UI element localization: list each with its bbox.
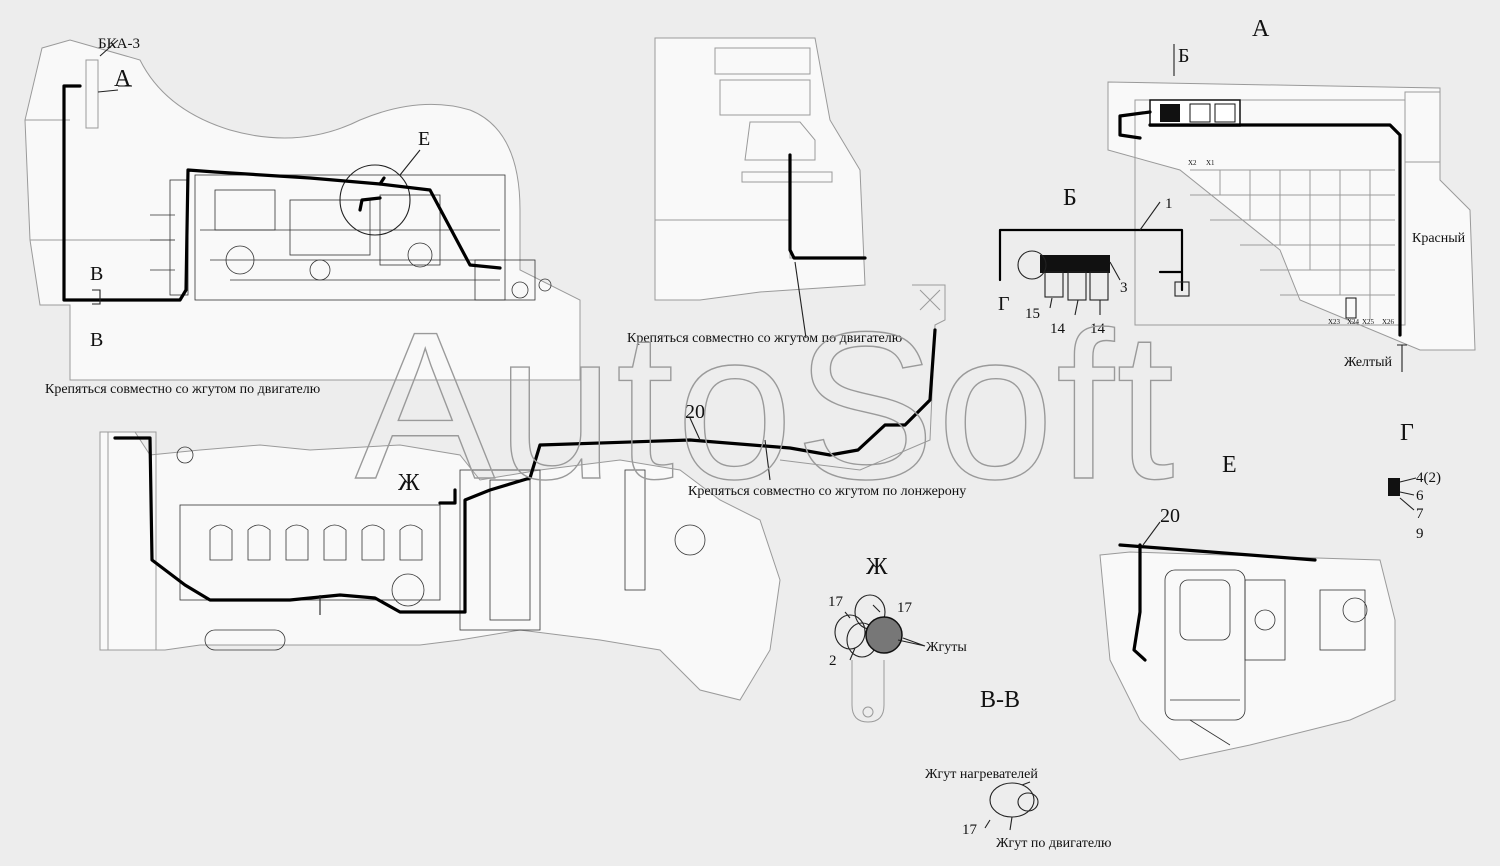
- view-b-n15: 15: [1025, 306, 1040, 322]
- section-heaters: Жгут нагревателей: [925, 767, 1038, 782]
- center-top-view: Крепяться совместно со жгутом по двигате…: [627, 37, 902, 346]
- view-zh-harness: Жгуты: [926, 640, 967, 655]
- x25-label: X25: [1362, 318, 1375, 326]
- main-label-zh: Ж: [398, 470, 420, 496]
- view-e-label-20: 20: [1160, 505, 1180, 527]
- view-g-title: Г: [1400, 420, 1414, 446]
- view-e: Е 20: [1099, 452, 1396, 761]
- view-b-n14b: 14: [1090, 321, 1106, 337]
- view-b-title: Б: [1063, 185, 1077, 211]
- view-g-label-1: 4(2): [1416, 470, 1441, 486]
- view-a: А Б Красный Желтый X2 X1 X23 X24 X25 X26: [1107, 16, 1476, 372]
- engine-sketch-bottom: [176, 446, 706, 651]
- view-zh-title: Ж: [866, 554, 888, 580]
- x24-label: X24: [1347, 318, 1360, 326]
- view-zh-n2: 2: [829, 653, 837, 669]
- wire-yellow-label: Желтый: [1344, 355, 1393, 370]
- x23-label: X23: [1328, 318, 1341, 326]
- harness-center-top: [788, 153, 867, 260]
- view-g-label-2: 6: [1416, 488, 1424, 504]
- view-zh-n17b: 17: [897, 600, 913, 616]
- view-b-n3: 3: [1120, 280, 1128, 296]
- view-a-title: А: [1252, 16, 1270, 42]
- note-left: Крепяться совместно со жгутом по двигате…: [45, 382, 320, 397]
- arrow-b-label: Б: [1178, 45, 1189, 67]
- engine-sketch-top: [150, 174, 552, 301]
- section-n17: 17: [962, 822, 978, 838]
- main-label-20: 20: [685, 401, 705, 423]
- filter-sketch: [1164, 569, 1368, 746]
- section-vv: В-В Жгут нагревателей 17 Жгут по двигате…: [925, 687, 1112, 851]
- view-b-n1: 1: [1165, 196, 1173, 212]
- wire-red-label: Красный: [1412, 231, 1466, 246]
- view-g-label-3: 7: [1416, 506, 1424, 522]
- view-e-ref-label: Е: [418, 128, 430, 150]
- left-top-view: БКА-3 А Е В В Крепяться совместно со жгу…: [24, 36, 581, 397]
- view-g: Г 4(2) 6 7 9: [1388, 420, 1441, 542]
- harness-main-bottom: [113, 328, 937, 614]
- view-e-title: Е: [1222, 452, 1237, 478]
- section-title: В-В: [980, 687, 1020, 713]
- x26-label: X26: [1382, 318, 1395, 326]
- view-g-label-4: 9: [1416, 526, 1424, 542]
- note-center: Крепяться совместно со жгутом по двигате…: [627, 331, 902, 346]
- watermark: AutoSoft: [355, 288, 1177, 523]
- section-b-bottom-label: В: [90, 329, 103, 351]
- x1-label: X1: [1206, 159, 1215, 167]
- note-longeron: Крепяться совместно со жгутом по лонжеро…: [688, 484, 966, 499]
- harness-top-left: [62, 84, 502, 302]
- view-zh: Ж 17 17 2 Жгуты: [828, 554, 967, 723]
- harness-view-e: [1118, 543, 1317, 562]
- arrow-a-label: А: [114, 66, 132, 92]
- harness-view-a: [1118, 110, 1402, 337]
- section-engine: Жгут по двигателю: [996, 836, 1112, 851]
- bottom-engine-view: 20 Ж Крепяться совместно со жгутом по ло…: [99, 284, 966, 701]
- section-b-top-label: В: [90, 263, 103, 285]
- view-b-n14a: 14: [1050, 321, 1066, 337]
- view-b-g: Г: [998, 293, 1010, 315]
- view-zh-n17a: 17: [828, 594, 844, 610]
- x2-label: X2: [1188, 159, 1197, 167]
- bka3-label: БКА-3: [98, 36, 140, 52]
- view-b: Б 1 3 Г 15 14 14: [998, 185, 1190, 337]
